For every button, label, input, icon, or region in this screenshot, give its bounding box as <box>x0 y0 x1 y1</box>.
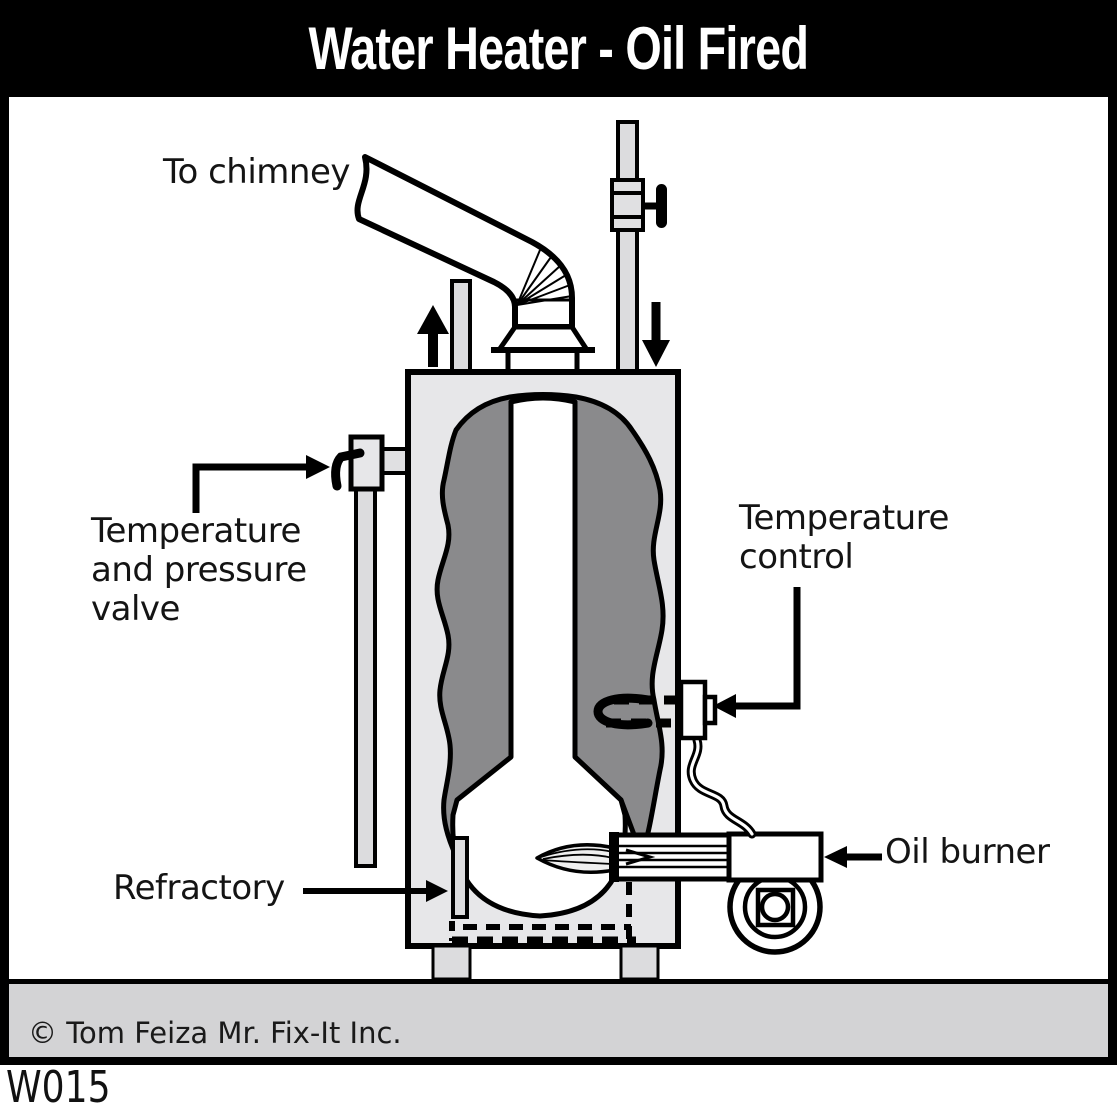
frame-border <box>0 97 1117 1065</box>
tp-valve-leader-arrow <box>192 455 330 513</box>
up-arrow <box>417 305 449 367</box>
vent-pipe <box>450 279 472 375</box>
shutoff-valve <box>610 178 667 232</box>
label-temperature-pressure-valve: Temperature and pressure valve <box>91 511 307 629</box>
refractory-leader-arrow <box>303 880 448 902</box>
burner-tube <box>609 832 734 882</box>
tp-discharge-pipe <box>354 486 377 868</box>
title-bar: Water Heater - Oil Fired <box>0 0 1117 97</box>
valve-handle <box>656 184 667 228</box>
page-title: Water Heater - Oil Fired <box>308 15 809 82</box>
label-refractory: Refractory <box>113 868 285 908</box>
control-wire <box>686 735 757 839</box>
draft-hood <box>491 324 595 377</box>
nozzle <box>625 848 656 866</box>
label-temperature-control: Temperature control <box>739 498 949 577</box>
down-arrow <box>642 302 670 367</box>
flue-pipe <box>354 154 575 330</box>
label-oil-burner: Oil burner <box>885 832 1050 872</box>
tp-valve <box>331 434 409 868</box>
figure-code: W015 <box>6 1062 111 1113</box>
tp-valve-lever <box>331 448 365 491</box>
tank-insulation <box>434 392 666 859</box>
label-to-chimney: To chimney <box>163 152 351 192</box>
floor <box>9 979 1108 1057</box>
oil-burner-leader-arrow <box>824 846 882 868</box>
temperature-control-device <box>593 679 718 741</box>
tube-end-cap <box>609 832 619 882</box>
temperature-control-leader-arrow <box>713 587 801 718</box>
oil-burner-body <box>726 831 824 955</box>
tank-legs <box>431 944 660 981</box>
copyright-text: © Tom Feiza Mr. Fix-It Inc. <box>28 1016 402 1050</box>
cold-water-pipe <box>610 120 667 376</box>
base-dashed-lines <box>449 882 636 944</box>
refractory-bar <box>451 836 469 919</box>
